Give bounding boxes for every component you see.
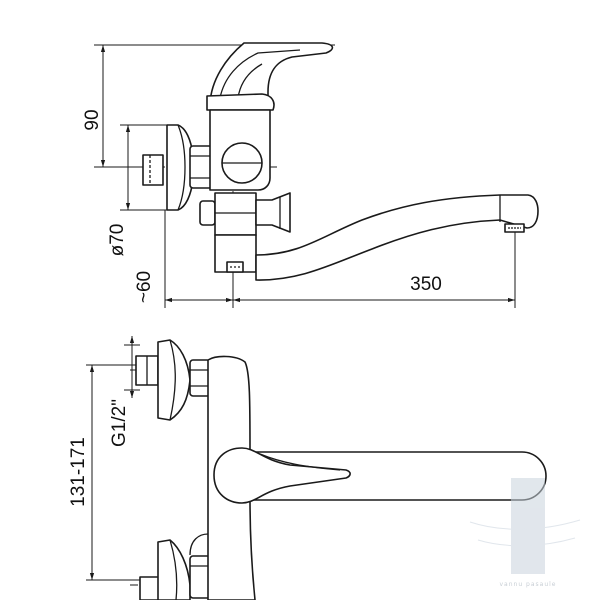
dimension-lever-height: 90 [82, 45, 106, 167]
dimension-label-90: 90 [82, 109, 103, 130]
wall-flange-side [166, 124, 194, 211]
watermark-logo: vannu pasaule [469, 478, 581, 588]
dimension-center-distance: 131-171 [68, 365, 95, 580]
dimension-label-131-171: 131-171 [68, 437, 89, 507]
mixer-body-side [209, 109, 271, 191]
wall-connector-side [142, 154, 164, 186]
dimension-thread: G1/2" [109, 336, 135, 447]
outlet-block-side [214, 234, 257, 273]
dimension-label-o70: ø70 [107, 224, 128, 257]
dimension-label-350: 350 [410, 274, 442, 295]
spout-side [255, 194, 539, 281]
dimension-spout-length: 350 [233, 274, 515, 303]
front-view: 131-171 G1/2" [68, 336, 547, 600]
upper-connector-front [135, 339, 211, 421]
watermark-text: vannu pasaule [500, 581, 557, 588]
dimension-wall-offset: ~60 [134, 271, 233, 303]
side-view: 90 ø70 ~60 350 [82, 42, 539, 308]
cartridge-bonnet-side [206, 93, 275, 111]
dimension-label-g12: G1/2" [109, 399, 130, 447]
dimension-flange-diameter: ø70 [107, 125, 131, 257]
lever-handle-front [213, 447, 351, 504]
union-nut-side [189, 145, 213, 189]
lower-connector-front [139, 539, 211, 600]
dimension-label-60: ~60 [134, 271, 155, 303]
diverter-side [199, 192, 291, 236]
